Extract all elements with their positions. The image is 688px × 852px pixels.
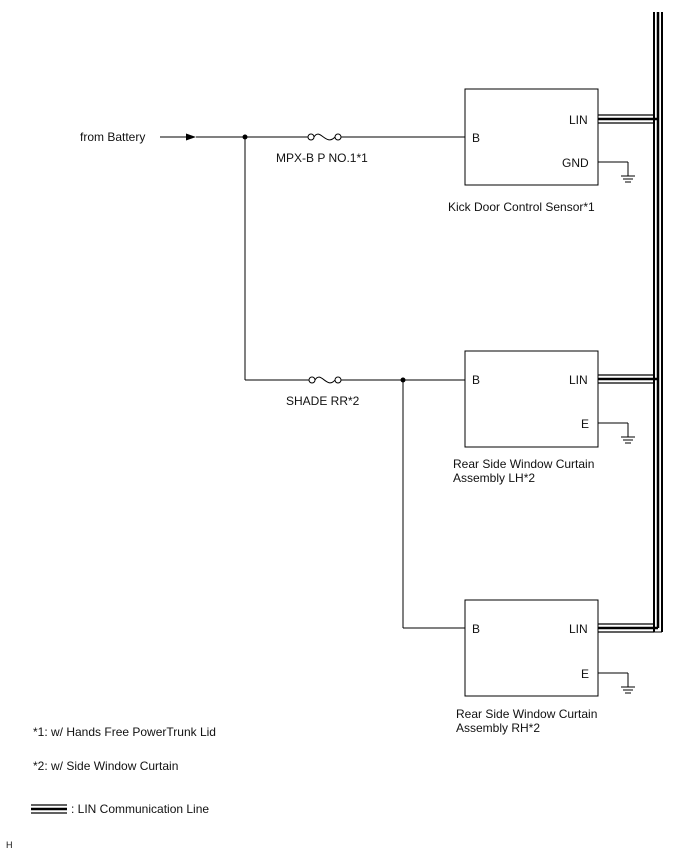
fuse-shade-label: SHADE RR*2 [286,394,360,408]
legend: : LIN Communication Line [31,802,209,816]
pin-gnd-label: GND [562,156,589,170]
component-name-line2: Assembly RH*2 [456,721,540,735]
component-name-line1: Rear Side Window Curtain [453,457,594,471]
legend-lin-label: : LIN Communication Line [71,802,209,816]
curtain-assembly-lh: B LIN E Rear Side Window Curtain Assembl… [453,350,599,485]
lin-bus [598,12,663,633]
lin-line-legend-icon [31,804,67,814]
pin-lin-label: LIN [569,113,588,127]
curtain-assembly-rh: B LIN E Rear Side Window Curtain Assembl… [456,599,599,735]
component-name-line2: Assembly LH*2 [453,471,535,485]
kick-door-control-sensor: B LIN GND Kick Door Control Sensor*1 [448,88,599,214]
ground-curtain-lh [598,422,635,444]
corner-mark: H [6,840,13,850]
from-battery-label: from Battery [80,130,145,144]
fuse-mpx-icon [307,133,342,141]
pin-lin-label: LIN [569,373,588,387]
ground-curtain-rh [598,672,635,694]
pin-b-label: B [472,131,480,145]
pin-b-label: B [472,373,480,387]
pin-b-label: B [472,622,480,636]
pin-lin-label: LIN [569,622,588,636]
shade-fuse-branch: SHADE RR*2 [245,376,465,629]
fuse-mpx-label: MPX-B P NO.1*1 [276,151,368,165]
pin-e-label: E [581,667,589,681]
fuse-shade-icon [308,376,342,384]
pin-e-label: E [581,417,589,431]
battery-feed: from Battery [80,130,248,144]
ground-kick-sensor [598,161,635,183]
feed-arrow-icon [186,133,196,141]
mpx-fuse-branch: MPX-B P NO.1*1 [245,133,465,165]
footnote-2: *2: w/ Side Window Curtain [33,759,178,773]
component-name: Kick Door Control Sensor*1 [448,200,595,214]
footnote-1: *1: w/ Hands Free PowerTrunk Lid [33,725,216,739]
component-name-line1: Rear Side Window Curtain [456,707,597,721]
